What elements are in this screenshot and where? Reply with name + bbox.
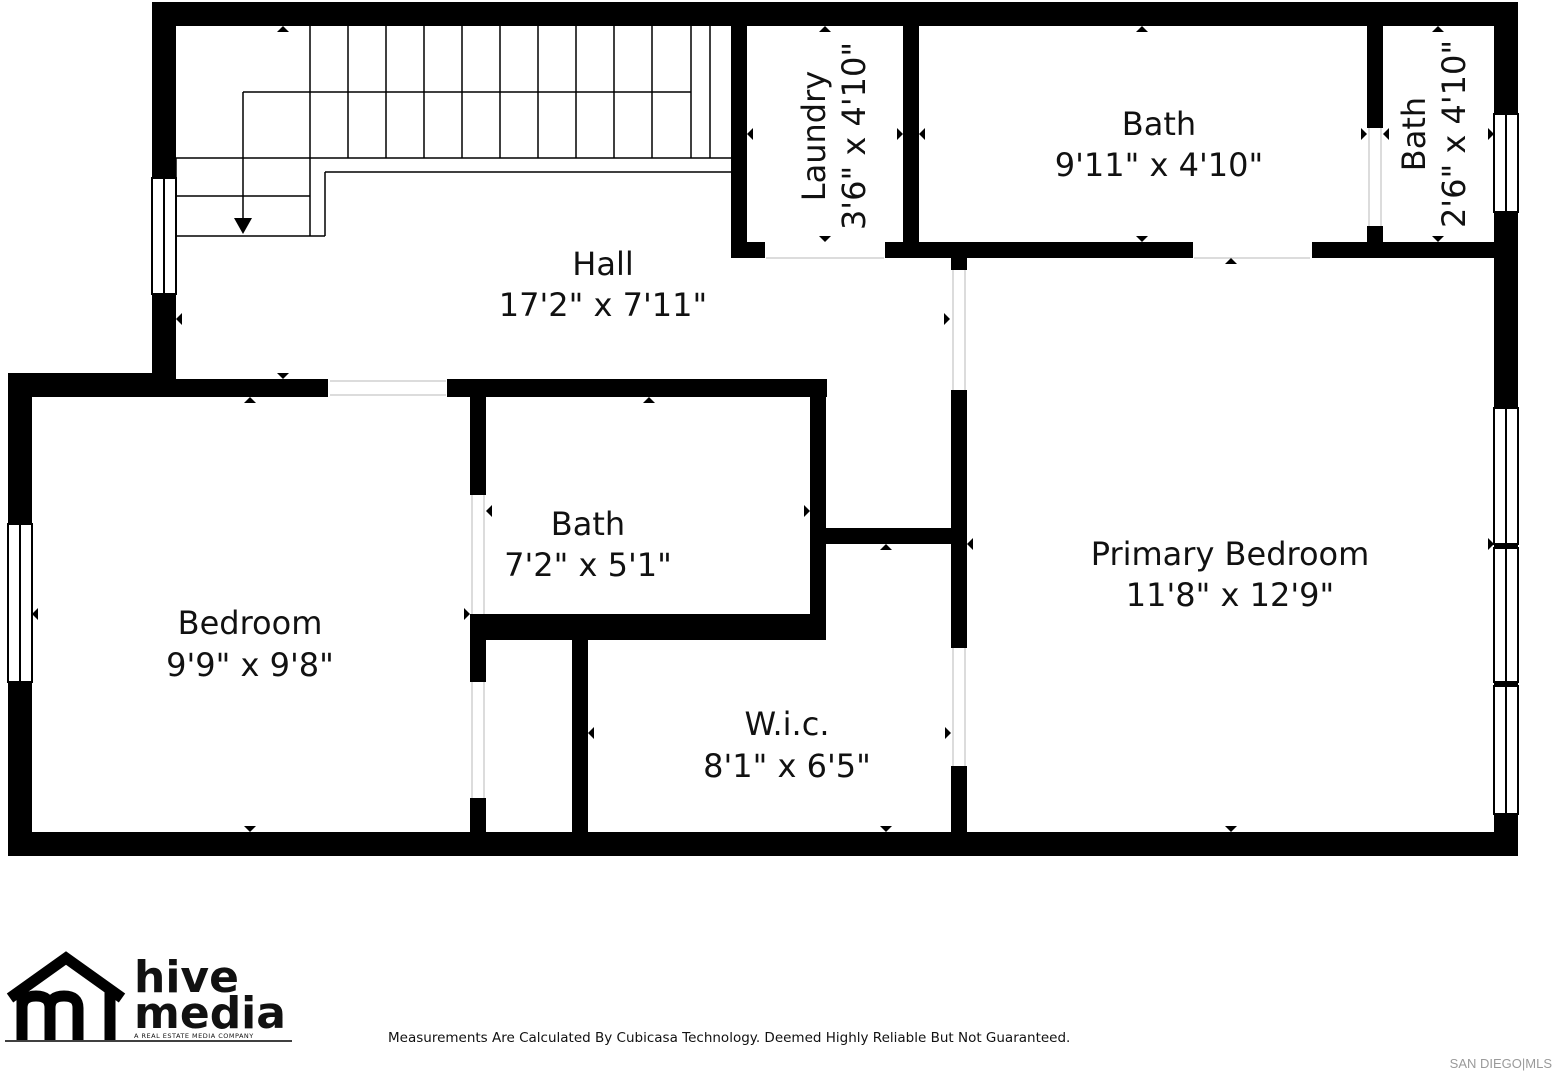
room-bath-mid: Bath 7'2" x 5'1" — [504, 505, 672, 584]
stair-down-arrow — [234, 218, 252, 234]
room-bedroom: Bedroom 9'9" x 9'8" — [166, 604, 334, 684]
room-wic-dims: 8'1" x 6'5" — [703, 747, 871, 785]
disclaimer-text: Measurements Are Calculated By Cubicasa … — [388, 1030, 1071, 1046]
room-wic: W.i.c. 8'1" x 6'5" — [703, 705, 871, 785]
room-bath-small: Bath 2'6" x 4'10" — [1395, 40, 1473, 228]
mls-watermark: SAN DIEGO|MLS — [1449, 1056, 1552, 1071]
window-primary-3 — [1493, 685, 1519, 815]
hive-media-logo: hive media A REAL ESTATE MEDIA COMPANY — [5, 951, 292, 1042]
room-laundry-dims: 3'6" x 4'10" — [835, 42, 873, 230]
room-hall-name: Hall — [572, 245, 633, 283]
dimension-markers — [32, 26, 1494, 832]
room-primary-bedroom-dims: 11'8" x 12'9" — [1126, 576, 1334, 614]
window-small-bath — [1493, 113, 1519, 213]
window-hall-left — [151, 177, 177, 295]
room-primary-bedroom-name: Primary Bedroom — [1091, 535, 1370, 573]
windows — [7, 113, 1519, 815]
room-bath-top-name: Bath — [1122, 105, 1196, 143]
room-bath-small-dims: 2'6" x 4'10" — [1435, 40, 1473, 228]
room-bath-mid-name: Bath — [551, 505, 625, 543]
room-laundry: Laundry 3'6" x 4'10" — [795, 42, 873, 230]
logo-line2: media — [134, 988, 286, 1039]
room-bath-mid-dims: 7'2" x 5'1" — [504, 546, 672, 584]
room-wic-name: W.i.c. — [745, 705, 830, 743]
room-bedroom-dims: 9'9" x 9'8" — [166, 646, 334, 684]
house-logo-icon — [6, 951, 126, 1040]
room-bedroom-name: Bedroom — [178, 604, 323, 642]
stairs — [175, 26, 731, 237]
room-hall: Hall 17'2" x 7'11" — [499, 245, 707, 324]
room-primary-bedroom: Primary Bedroom 11'8" x 12'9" — [1091, 535, 1370, 614]
window-bedroom-left — [7, 523, 33, 683]
window-primary-1 — [1493, 407, 1519, 545]
logo-line1: hive — [134, 952, 239, 1003]
room-hall-dims: 17'2" x 7'11" — [499, 286, 707, 324]
room-bath-small-name: Bath — [1395, 97, 1433, 171]
window-primary-2 — [1493, 547, 1519, 683]
room-laundry-name: Laundry — [795, 71, 833, 201]
logo-tagline: A REAL ESTATE MEDIA COMPANY — [134, 1032, 254, 1040]
door-openings — [330, 128, 1382, 798]
room-bath-top-dims: 9'11" x 4'10" — [1055, 146, 1263, 184]
room-bath-top: Bath 9'11" x 4'10" — [1055, 105, 1263, 184]
